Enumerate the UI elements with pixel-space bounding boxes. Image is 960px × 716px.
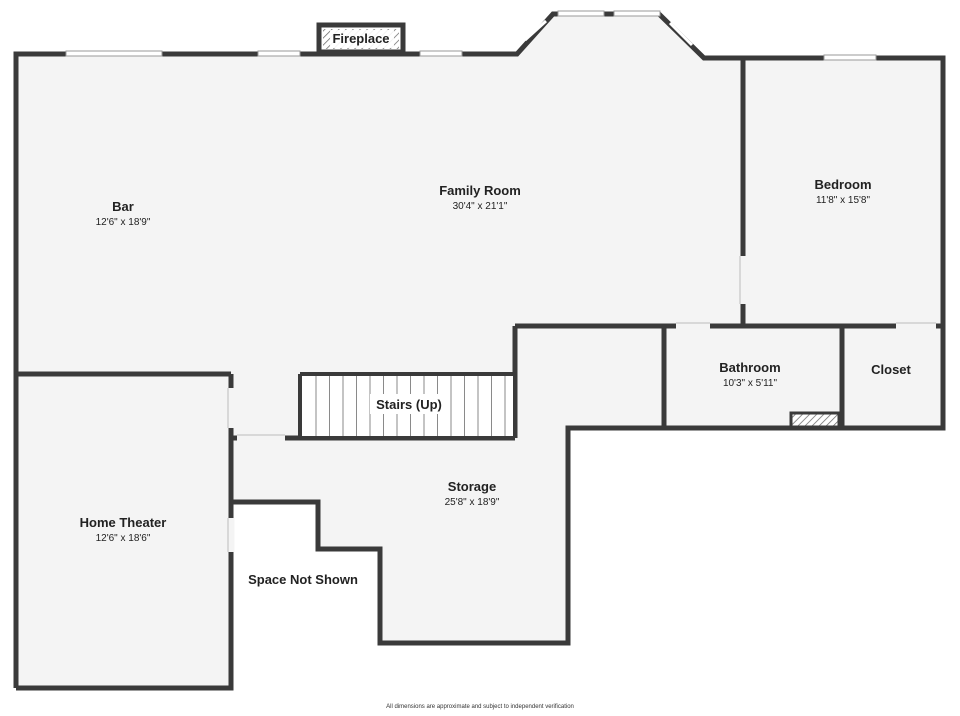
- main-level-floor: [16, 14, 943, 688]
- window: [523, 19, 548, 42]
- bedroom-name: Bedroom: [814, 177, 871, 192]
- window: [65, 50, 163, 57]
- space-not-shown-label: Space Not Shown: [248, 572, 358, 587]
- fireplace-label-bg: [330, 30, 394, 48]
- walls: [13, 11, 946, 691]
- bathroom-name: Bathroom: [719, 360, 780, 375]
- fireplace-label: Fireplace: [332, 31, 389, 46]
- home-theater-dims: 12'6" x 18'6": [96, 533, 151, 544]
- closet-name: Closet: [871, 362, 911, 377]
- window: [668, 21, 694, 47]
- bathroom-fixture: [789, 411, 841, 429]
- storage-name: Storage: [448, 479, 496, 494]
- family-room-name: Family Room: [439, 183, 521, 198]
- stairs-label-bg: [370, 394, 446, 414]
- window: [823, 54, 877, 61]
- bar-name: Bar: [112, 199, 134, 214]
- windows: [65, 10, 877, 61]
- disclaimer-footnote: All dimensions are approximate and subje…: [386, 704, 574, 710]
- window: [257, 50, 301, 57]
- window: [419, 50, 463, 57]
- window: [613, 10, 661, 17]
- family-room-dims: 30'4" x 21'1": [453, 201, 508, 212]
- stairs-name: Stairs (Up): [376, 397, 442, 412]
- bedroom-dims: 11'8" x 15'8": [816, 195, 871, 206]
- door-openings: [227, 256, 936, 552]
- bathroom-dims: 10'3" x 5'11": [723, 378, 778, 389]
- home-theater-name: Home Theater: [80, 515, 167, 530]
- room-labels: Fireplace Bar 12'6" x 18'9" Family Room …: [80, 30, 912, 587]
- bar-dims: 12'6" x 18'9": [96, 217, 151, 228]
- storage-dims: 25'8" x 18'9": [445, 497, 500, 508]
- floor-fills: [16, 14, 943, 688]
- window: [557, 10, 605, 17]
